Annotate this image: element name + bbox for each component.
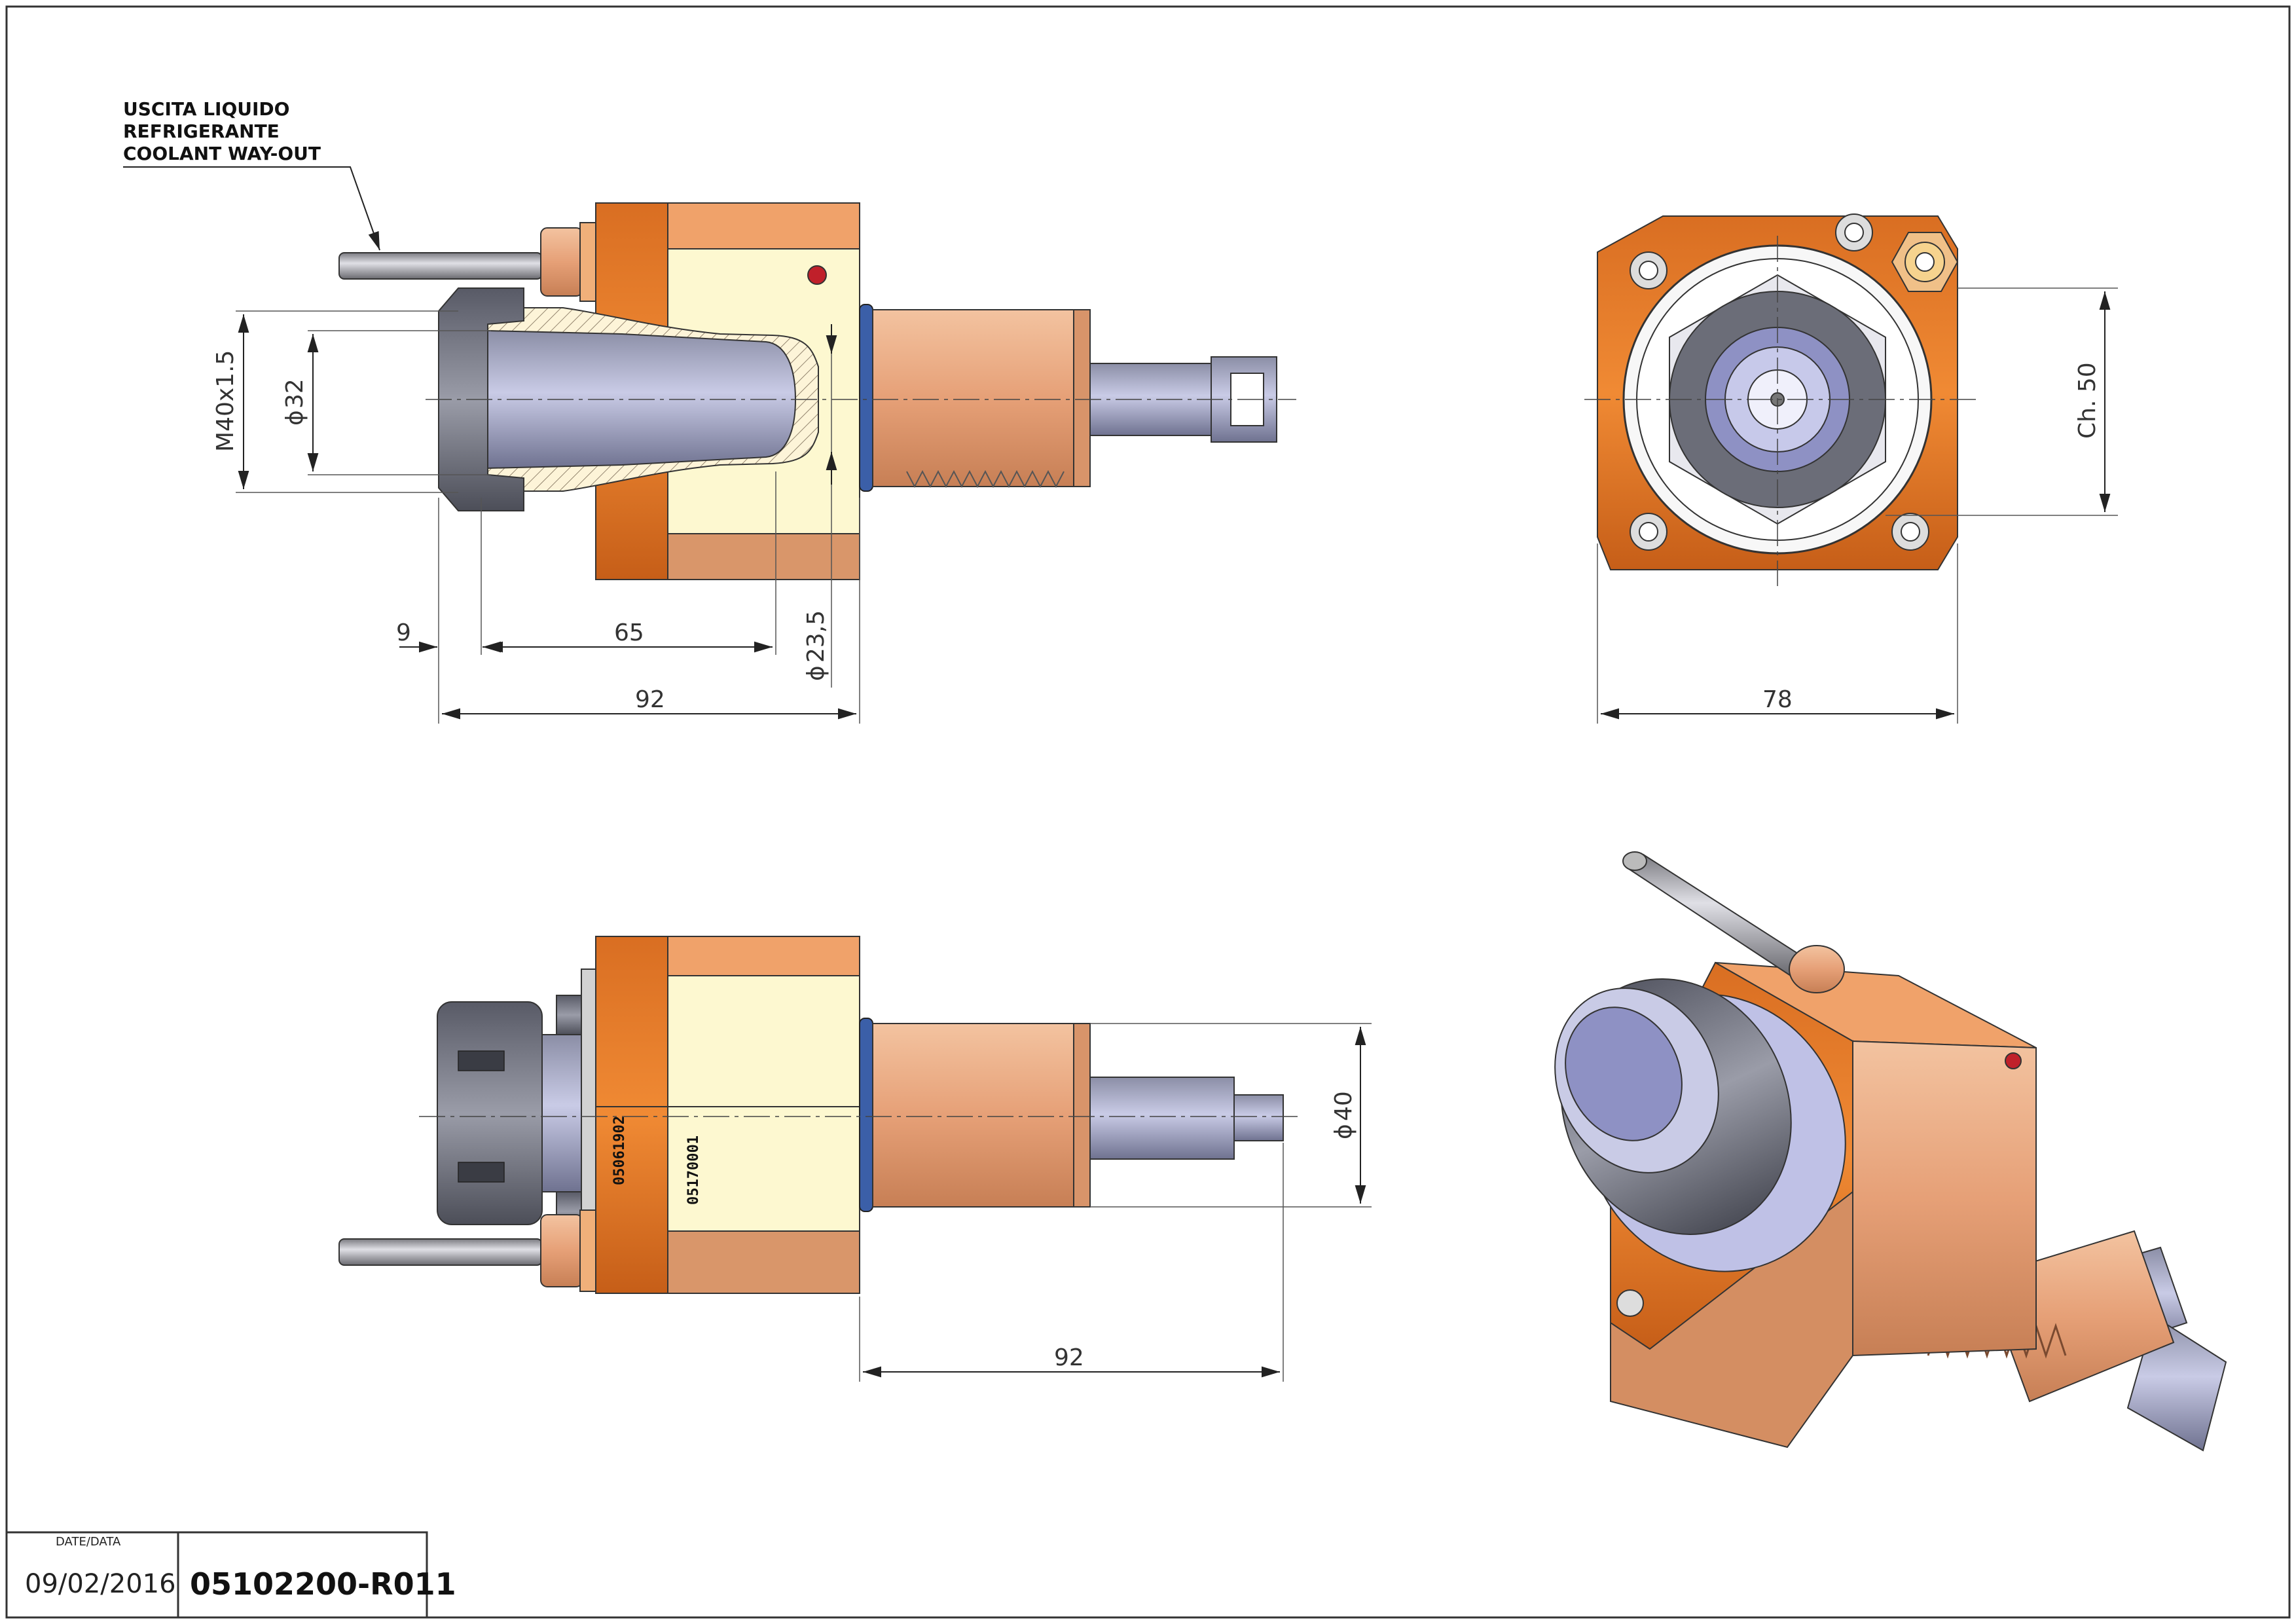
shank-teeth xyxy=(906,470,1065,489)
dim-len-92-top: 92 xyxy=(635,686,665,713)
iso-coolant-pipe xyxy=(1626,853,1808,977)
side-section-view xyxy=(338,202,1296,580)
drawing-number: 05102200-R011 xyxy=(190,1566,456,1602)
engraving-code-b: 05170001 xyxy=(685,1135,702,1205)
side-coolant-pipe xyxy=(338,1238,543,1266)
sheet-border xyxy=(5,5,2291,1619)
coolant-note-line2: REFRIGERANTE xyxy=(123,120,280,142)
dim-dia-40: 40 xyxy=(1330,1091,1357,1121)
iso-body-side xyxy=(1852,1040,2037,1357)
title-date: 09/02/2016 xyxy=(25,1569,176,1599)
coolant-pipe xyxy=(338,252,543,280)
dim-len-92-bottom: 92 xyxy=(1054,1344,1084,1371)
side-drive-tang xyxy=(1089,1077,1235,1160)
coolant-note-line3: COOLANT WAY-OUT xyxy=(123,143,321,164)
dim-thread: M40x1.5 xyxy=(212,350,239,452)
coolant-note: USCITA LIQUIDO REFRIGERANTE COOLANT WAY-… xyxy=(123,98,380,251)
dim-dia-symbol-40: ϕ xyxy=(1330,1124,1357,1139)
front-screws xyxy=(1630,213,1929,551)
dim-ch-50: Ch. 50 xyxy=(2074,362,2101,439)
dim-dia-symbol-23: ϕ xyxy=(803,665,829,681)
coolant-note-line1: USCITA LIQUIDO xyxy=(123,98,289,120)
dim-dia-23-5: 23,5 xyxy=(803,610,829,663)
side-orange-block xyxy=(595,936,668,1294)
seal-ring xyxy=(859,304,873,492)
title-date-label: DATE/DATA xyxy=(56,1535,121,1549)
shank xyxy=(872,309,1089,487)
dim-len-9: 9 xyxy=(396,619,411,646)
dim-width-78: 78 xyxy=(1762,686,1793,713)
engraving-code-a: 05061902 xyxy=(611,1116,628,1185)
front-dimensions: Ch. 50 78 xyxy=(1597,287,2118,724)
dim-dia-symbol-32: ϕ xyxy=(282,410,308,426)
front-view xyxy=(1584,213,1977,586)
side-collet-nut xyxy=(437,1001,543,1225)
red-plug xyxy=(807,265,827,285)
side-shank xyxy=(872,1023,1089,1208)
dim-len-65: 65 xyxy=(614,619,644,646)
isometric-view xyxy=(1554,851,2227,1452)
dim-dia-32: 32 xyxy=(282,378,308,409)
title-block: DATE/DATA 09/02/2016 05102200-R011 xyxy=(5,1531,456,1619)
coolant-fitting xyxy=(540,227,583,297)
side-view: 05061902 05170001 xyxy=(338,936,1303,1294)
side-dimensions: ϕ 40 92 xyxy=(859,1023,1372,1382)
top-left-dimensions: M40x1.5 ϕ 32 9 65 ϕ 23,5 92 xyxy=(212,310,860,724)
